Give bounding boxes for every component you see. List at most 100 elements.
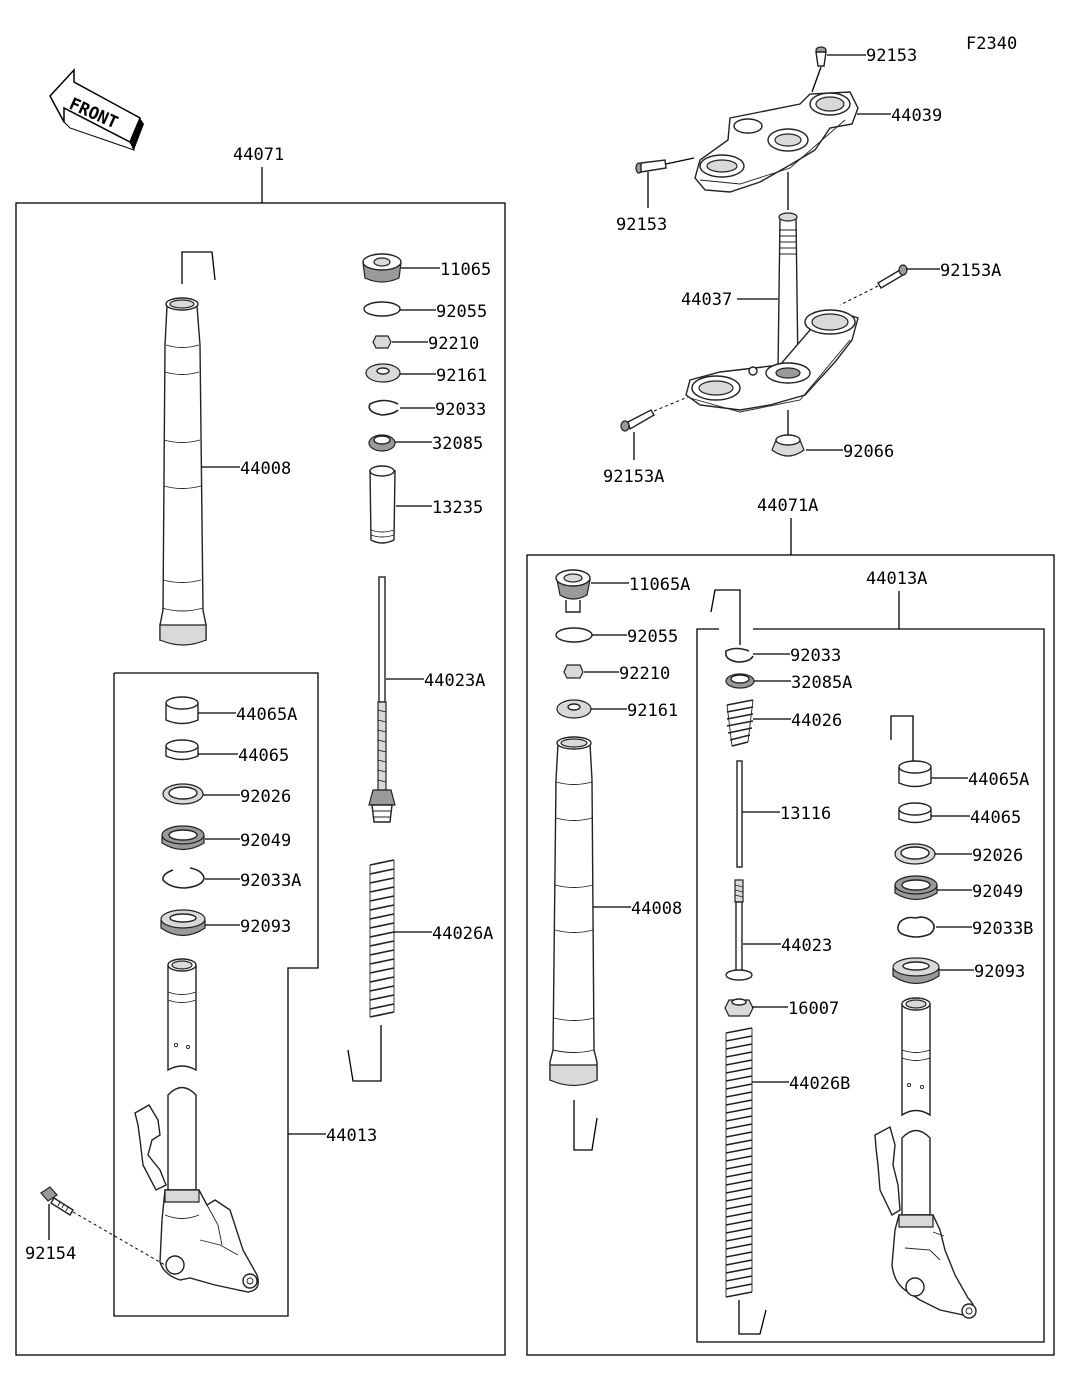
bushing-44065 [165, 739, 199, 761]
washer-92026-right [894, 843, 936, 865]
label-16007: 16007 [788, 999, 839, 1019]
circlip-92033-right [724, 647, 754, 663]
label-44013: 44013 [326, 1126, 377, 1146]
bushing-44065A-right [898, 760, 932, 788]
bushing-44065A [165, 696, 199, 725]
washer-92161-right [556, 699, 592, 719]
dust-seal-92093 [160, 909, 206, 937]
label-44026A: 44026A [432, 924, 493, 944]
label-92033: 92033 [435, 400, 486, 420]
label-11065A: 11065A [629, 575, 690, 595]
washer-92161 [365, 363, 401, 383]
right-inner-label: 44013A [866, 569, 927, 589]
nut-92210-right [563, 664, 584, 679]
right-assembly: 44071A 44013A 11065A 92055 92210 92161 [526, 496, 1055, 1356]
bolt-92153A-left [620, 396, 689, 432]
stem-44037 [685, 212, 859, 413]
dust-seal-92093-right [892, 957, 940, 985]
label-44065: 44065 [238, 746, 289, 766]
label-92033-right: 92033 [790, 646, 841, 666]
right-inner-box [696, 628, 1045, 1343]
label-92049-right: 92049 [972, 882, 1023, 902]
label-92093-right: 92093 [974, 962, 1025, 982]
label-92153A-right: 92153A [940, 261, 1001, 281]
nut-92210 [372, 335, 392, 349]
circlip-92033A [162, 867, 205, 889]
oil-seal-92049-right [894, 875, 938, 901]
spring-44026B [725, 1027, 767, 1335]
seal-92066 [771, 410, 805, 457]
label-44008-right: 44008 [631, 899, 682, 919]
label-44023A: 44023A [424, 671, 485, 691]
nut-16007 [724, 998, 754, 1017]
upper-clamp-44039 [694, 91, 859, 193]
rod-44023A [368, 576, 396, 823]
label-92033B: 92033B [972, 919, 1033, 939]
label-44065A: 44065A [236, 705, 297, 725]
bolt-92154 [40, 1186, 166, 1266]
ring-32085A [725, 673, 755, 689]
inner-tube-44013A [874, 997, 977, 1319]
left-assembly: 44071 44008 11065 92055 92 [15, 145, 506, 1356]
label-44037: 44037 [681, 290, 732, 310]
label-92049: 92049 [240, 831, 291, 851]
oring-92055 [363, 301, 401, 317]
front-arrow-icon: FRONT [49, 68, 144, 151]
label-44039: 44039 [891, 106, 942, 126]
right-assembly-label: 44071A [757, 496, 818, 516]
label-13116: 13116 [780, 804, 831, 824]
oil-seal-92049 [161, 825, 205, 851]
label-92066: 92066 [843, 442, 894, 462]
label-44023: 44023 [781, 936, 832, 956]
label-13235: 13235 [432, 498, 483, 518]
label-32085A: 32085A [791, 673, 852, 693]
label-44026: 44026 [791, 711, 842, 731]
cap-11065 [362, 253, 402, 283]
bolt-92153A-right [839, 264, 908, 306]
label-92210: 92210 [428, 334, 479, 354]
bushing-44065-right [898, 802, 932, 824]
label-32085: 32085 [432, 434, 483, 454]
oring-92055-right [555, 627, 593, 643]
rod-44023 [725, 879, 753, 981]
label-44065A-right: 44065A [968, 770, 1029, 790]
inner-tube-44013 [134, 958, 260, 1293]
ring-32085 [368, 434, 396, 452]
label-92161-right: 92161 [627, 701, 678, 721]
circlip-92033B [897, 916, 935, 938]
label-92153-top: 92153 [866, 46, 917, 66]
rod-13116 [736, 760, 743, 868]
label-92026: 92026 [240, 787, 291, 807]
left-inner-box [113, 672, 319, 1317]
label-92055: 92055 [436, 302, 487, 322]
label-92154: 92154 [25, 1244, 76, 1264]
label-92055-right: 92055 [627, 627, 678, 647]
circlip-92033 [368, 399, 399, 416]
label-92033A: 92033A [240, 871, 301, 891]
label-44026B: 44026B [789, 1074, 850, 1094]
label-44008: 44008 [240, 459, 291, 479]
figure-id: F2340 [966, 34, 1017, 54]
label-44065-right: 44065 [970, 808, 1021, 828]
right-assembly-box [526, 554, 1055, 1356]
left-assembly-box [15, 202, 506, 1356]
label-92161: 92161 [436, 366, 487, 386]
spring-44026A [369, 859, 395, 1018]
label-92093: 92093 [240, 917, 291, 937]
cap-11065A [555, 569, 591, 613]
label-11065: 11065 [440, 260, 491, 280]
label-92026-right: 92026 [972, 846, 1023, 866]
spring-44026 [726, 699, 754, 747]
label-92210-right: 92210 [619, 664, 670, 684]
bolt-92153-left [635, 159, 667, 174]
outer-tube-44008-right [549, 736, 598, 1151]
left-assembly-label: 44071 [233, 145, 284, 165]
collar-13235 [369, 465, 396, 544]
steering-assembly: 92153 44039 92153 [603, 46, 1001, 487]
washer-92026 [162, 783, 204, 805]
label-92153A-left: 92153A [603, 467, 664, 487]
label-92153-left: 92153 [616, 215, 667, 235]
bolt-92153-top [815, 46, 827, 67]
outer-tube-44008 [159, 251, 216, 646]
